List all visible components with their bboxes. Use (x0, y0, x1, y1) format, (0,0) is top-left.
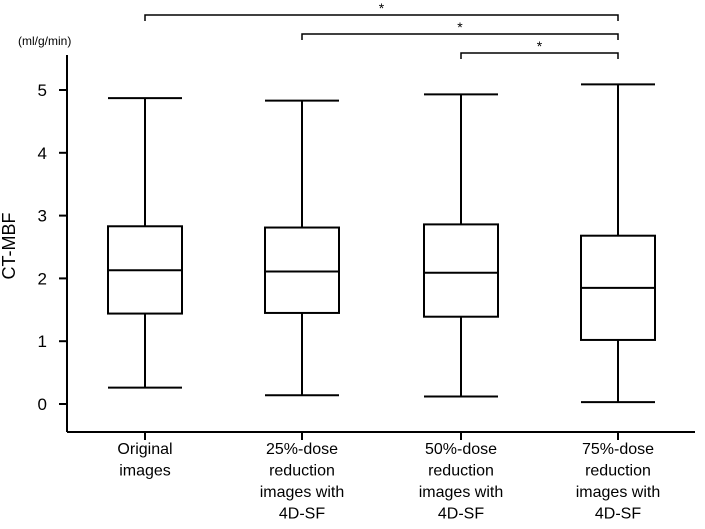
category-label: 50%-dose (425, 441, 497, 458)
category-label: images with (419, 484, 503, 501)
significance-bracket (460, 52, 619, 59)
significance-star: * (457, 19, 463, 35)
category-label: reduction (269, 463, 335, 480)
significance-bracket (301, 33, 619, 40)
significance-star: * (379, 0, 385, 16)
y-tick-label: 1 (38, 332, 47, 351)
significance-star: * (537, 38, 543, 54)
category-label: 75%-dose (582, 441, 654, 458)
y-tick-label: 3 (38, 207, 47, 226)
significance-bracket (144, 14, 619, 21)
y-axis-title: CT-MBF (0, 213, 19, 280)
y-tick-label: 4 (38, 144, 47, 163)
iqr-box (423, 223, 499, 318)
category-label: images with (260, 484, 344, 501)
category-label: images (119, 463, 171, 480)
category-label: reduction (585, 463, 651, 480)
category-label: 4D-SF (279, 506, 325, 523)
category-label: images with (576, 484, 660, 501)
category-label: reduction (428, 463, 494, 480)
category-label: 4D-SF (595, 506, 641, 523)
category-label: Original (117, 441, 172, 458)
y-tick-label: 0 (38, 395, 47, 414)
iqr-box (264, 226, 340, 314)
category-label: 4D-SF (438, 506, 484, 523)
unit-label: (ml/g/min) (18, 34, 71, 48)
y-tick-label: 2 (38, 269, 47, 288)
y-tick-label: 5 (38, 81, 47, 100)
category-label: 25%-dose (266, 441, 338, 458)
